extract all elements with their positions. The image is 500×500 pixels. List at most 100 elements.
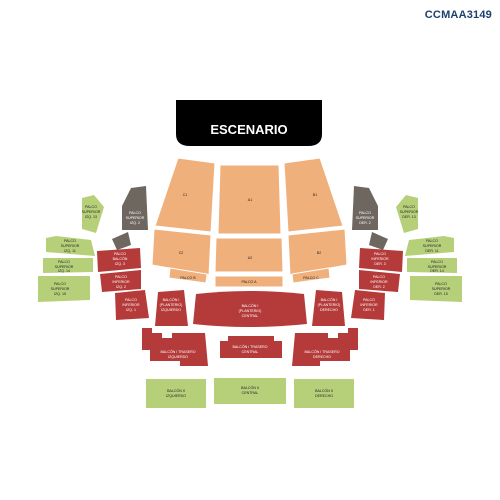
svg-text:DER. 15: DER. 15 [434, 292, 448, 296]
svg-text:(PLANTERIO): (PLANTERIO) [318, 303, 341, 307]
svg-text:IZQ. 14: IZQ. 14 [58, 269, 70, 273]
svg-text:PALCO: PALCO [54, 282, 66, 286]
svg-text:C1: C1 [183, 193, 188, 197]
section-balcon-i-trasero-izquierdo[interactable]: BALCÓN I TRASERO IZQUIERDO [142, 328, 208, 366]
svg-text:INFERIOR: INFERIOR [370, 280, 388, 284]
svg-text:SUPERIOR: SUPERIOR [356, 216, 375, 220]
svg-text:SUPERIOR: SUPERIOR [432, 287, 451, 291]
svg-text:PALCO: PALCO [125, 298, 137, 302]
section-palco-sup-izq-13[interactable]: PALCO SUPERIOR IZQ. 13 [82, 195, 104, 233]
stage-label: ESCENARIO [210, 122, 287, 137]
svg-text:SUPERIOR: SUPERIOR [82, 210, 101, 214]
svg-text:SUPERIOR: SUPERIOR [428, 265, 447, 269]
section-a1[interactable]: A1 [217, 164, 282, 235]
svg-text:PALCO: PALCO [114, 252, 126, 256]
section-c2[interactable]: C2 [151, 228, 212, 276]
svg-text:A1: A1 [248, 198, 252, 202]
svg-text:B2: B2 [317, 251, 321, 255]
section-a2[interactable]: A2 [214, 237, 284, 273]
section-balcon-i-central[interactable]: BALCÓN I (PLANTERIO) CENTRAL [193, 291, 307, 327]
section-palco-der-3[interactable]: PALCO INFERIOR DER. 3 [359, 248, 403, 272]
section-balcon-i-izquierdo[interactable]: BALCÓN I (PLANTERIO) IZQUIERDO [155, 290, 188, 326]
section-gray-right-small[interactable] [369, 232, 388, 250]
section-palco-izq-1[interactable]: PALCO INFERIOR IZQ. 1 [115, 290, 149, 320]
svg-text:BALCÓN II: BALCÓN II [167, 388, 185, 393]
svg-text:DER. 2: DER. 2 [373, 285, 385, 289]
svg-text:INFERIOR: INFERIOR [371, 257, 389, 261]
section-palco-sup-der-11[interactable]: PALCO SUPERIOR DER. 11 [405, 236, 454, 256]
section-balcon-i-derecho[interactable]: BALCÓN I (PLANTERIO) DERECHO [312, 290, 345, 326]
section-palco-a[interactable]: PALCO A [214, 275, 284, 288]
svg-text:IZQUIERDO: IZQUIERDO [168, 355, 188, 359]
section-palco-sup-der-14[interactable]: PALCO SUPERIOR DER. 14 [407, 258, 457, 273]
svg-text:DERECHO: DERECHO [315, 394, 333, 398]
svg-text:DER. 14: DER. 14 [430, 269, 444, 273]
section-balcon-i-trasero-central[interactable]: BALCÓN I TRASERO CENTRAL [220, 336, 282, 358]
svg-text:PALCO: PALCO [129, 211, 141, 215]
svg-text:C2: C2 [179, 251, 184, 255]
section-balcon-ii-central[interactable]: BALCÓN II CENTRAL [214, 378, 286, 404]
section-palco-izq-3[interactable]: PALCO BALCÓN IZQ. 3 [97, 248, 141, 272]
svg-text:BALCÓN I: BALCÓN I [163, 297, 180, 302]
section-palco-der-1[interactable]: PALCO INFERIOR DER. 1 [351, 290, 385, 320]
section-palco-b[interactable]: PALCO B [168, 267, 208, 284]
section-palco-sup-izq-15[interactable]: PALCO SUPERIOR IZQ. 15 [38, 276, 90, 302]
svg-text:IZQUIERDO: IZQUIERDO [166, 394, 186, 398]
section-palco-der-2[interactable]: PALCO INFERIOR DER. 2 [359, 270, 400, 292]
svg-text:BALCÓN II: BALCÓN II [241, 385, 259, 390]
section-palco-gris-der-2[interactable]: PALCO SUPERIOR DER. 2 [352, 186, 378, 230]
svg-text:SUPERIOR: SUPERIOR [51, 287, 70, 291]
svg-text:IZQ. 15: IZQ. 15 [54, 292, 66, 296]
section-palco-sup-der-13[interactable]: PALCO SUPERIOR DER. 13 [396, 195, 419, 233]
svg-text:DER. 11: DER. 11 [425, 249, 438, 253]
svg-text:BALCÓN I TRASERO: BALCÓN I TRASERO [232, 344, 267, 349]
svg-text:CENTRAL: CENTRAL [242, 314, 259, 318]
section-b2[interactable]: B2 [287, 228, 348, 276]
svg-text:IZQUIERDO: IZQUIERDO [161, 308, 181, 312]
section-balcon-ii-izquierdo[interactable]: BALCÓN II IZQUIERDO [146, 379, 206, 408]
stage: ESCENARIO [176, 100, 322, 146]
section-palco-c[interactable]: PALCO C [291, 267, 331, 284]
section-balcon-i-trasero-derecho[interactable]: BALCÓN I TRASERO DERECHO [292, 328, 358, 366]
svg-text:IZQ. 1: IZQ. 1 [126, 308, 136, 312]
svg-text:BALCÓN I TRASERO: BALCÓN I TRASERO [160, 349, 195, 354]
svg-text:CENTRAL: CENTRAL [242, 391, 259, 395]
map-code: CCMAA3149 [424, 9, 492, 21]
svg-text:IZQ. 3: IZQ. 3 [115, 262, 125, 266]
section-b1[interactable]: B1 [283, 157, 344, 233]
section-palco-izq-2[interactable]: PALCO INFERIOR IZQ. 2 [100, 270, 141, 292]
svg-text:PALCO: PALCO [85, 205, 97, 209]
section-palco-sup-der-15[interactable]: PALCO SUPERIOR DER. 15 [410, 276, 462, 302]
svg-text:PALCO: PALCO [426, 239, 438, 243]
section-palco-sup-izq-11[interactable]: PALCO SUPERIOR IZQ. 11 [46, 236, 95, 256]
svg-text:DER. 13: DER. 13 [402, 215, 416, 219]
svg-text:PALCO C: PALCO C [303, 276, 319, 280]
svg-text:PALCO: PALCO [435, 282, 447, 286]
svg-text:PALCO: PALCO [431, 260, 443, 264]
svg-text:PALCO: PALCO [363, 298, 375, 302]
svg-text:IZQ. 2: IZQ. 2 [116, 285, 126, 289]
svg-text:SUPERIOR: SUPERIOR [126, 216, 145, 220]
section-c1[interactable]: C1 [154, 157, 216, 233]
svg-text:INFERIOR: INFERIOR [122, 303, 140, 307]
svg-text:PALCO: PALCO [373, 275, 385, 279]
svg-text:A2: A2 [248, 256, 252, 260]
svg-text:IZQ. 13: IZQ. 13 [85, 215, 97, 219]
section-balcon-ii-derecho[interactable]: BALCÓN II DERECHO [294, 379, 354, 408]
section-palco-sup-izq-14[interactable]: PALCO SUPERIOR IZQ. 14 [43, 258, 93, 273]
svg-text:BALCÓN: BALCÓN [113, 256, 128, 261]
svg-text:B1: B1 [313, 193, 317, 197]
svg-text:SUPERIOR: SUPERIOR [55, 265, 74, 269]
svg-text:BALCÓN I: BALCÓN I [242, 303, 259, 308]
svg-text:DERECHO: DERECHO [320, 308, 338, 312]
svg-text:PALCO A: PALCO A [241, 280, 257, 284]
svg-text:DER. 1: DER. 1 [363, 308, 375, 312]
section-gray-left-small[interactable] [112, 232, 131, 250]
svg-text:INFERIOR: INFERIOR [112, 280, 130, 284]
svg-text:CENTRAL: CENTRAL [242, 350, 259, 354]
svg-text:PALCO: PALCO [115, 275, 127, 279]
svg-text:DER. 2: DER. 2 [359, 221, 371, 225]
section-palco-gris-izq-2[interactable]: PALCO SUPERIOR IZQ. 2 [122, 186, 148, 230]
svg-text:PALCO: PALCO [403, 205, 415, 209]
